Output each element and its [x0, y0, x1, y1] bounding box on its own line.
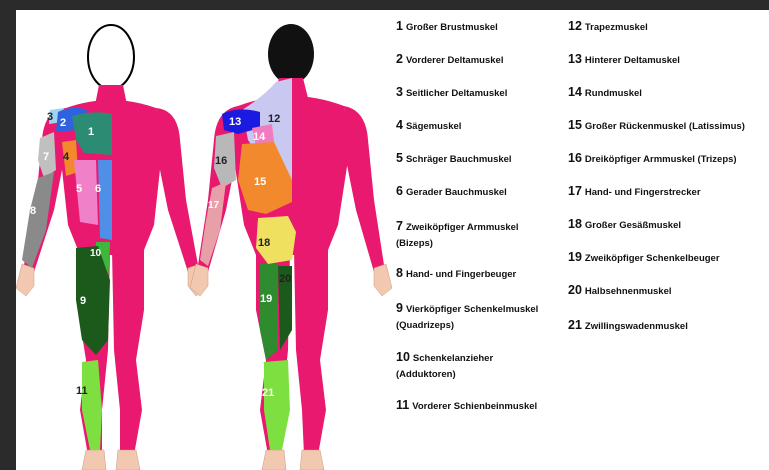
front-head [88, 25, 134, 89]
back-right-leg [294, 250, 328, 455]
back-feet [262, 450, 324, 470]
muscle-19-biceps-femoris [260, 264, 278, 360]
front-label-5: 5 [76, 183, 82, 195]
back-right-hand [374, 264, 392, 296]
front-label-4: 4 [63, 151, 70, 163]
back-label-16: 16 [215, 155, 227, 167]
back-label-20: 20 [279, 273, 291, 285]
back-label-12: 12 [268, 113, 280, 125]
front-label-8: 8 [30, 205, 36, 217]
back-label-18: 18 [258, 237, 270, 249]
front-label-2: 2 [60, 117, 66, 129]
back-label-21: 21 [262, 387, 274, 399]
front-label-7: 7 [43, 151, 49, 163]
back-right-arm [344, 106, 384, 272]
front-label-10: 10 [90, 248, 102, 259]
muscle-figures: 1 2 3 4 5 6 7 8 9 10 11 [16, 10, 396, 470]
back-label-14: 14 [253, 131, 266, 143]
front-label-9: 9 [80, 295, 86, 307]
muscle-6-rectus-abdominis [98, 160, 112, 240]
front-left-hand [16, 264, 34, 296]
front-label-1: 1 [88, 126, 94, 138]
back-label-13: 13 [229, 116, 241, 128]
front-label-11: 11 [76, 385, 88, 397]
front-label-3: 3 [47, 111, 53, 123]
front-right-leg [112, 250, 144, 455]
back-label-19: 19 [260, 293, 272, 305]
back-label-17: 17 [208, 200, 220, 211]
front-right-arm [156, 108, 198, 272]
front-feet [82, 450, 140, 470]
front-label-6: 6 [95, 183, 101, 195]
back-head [268, 24, 314, 84]
front-figure: 1 2 3 4 5 6 7 8 9 10 11 [16, 25, 206, 470]
diagram-panel: 1 2 3 4 5 6 7 8 9 10 11 [16, 10, 769, 470]
back-label-15: 15 [254, 176, 266, 188]
back-figure: 12 13 14 15 16 17 18 19 20 21 [190, 24, 392, 470]
